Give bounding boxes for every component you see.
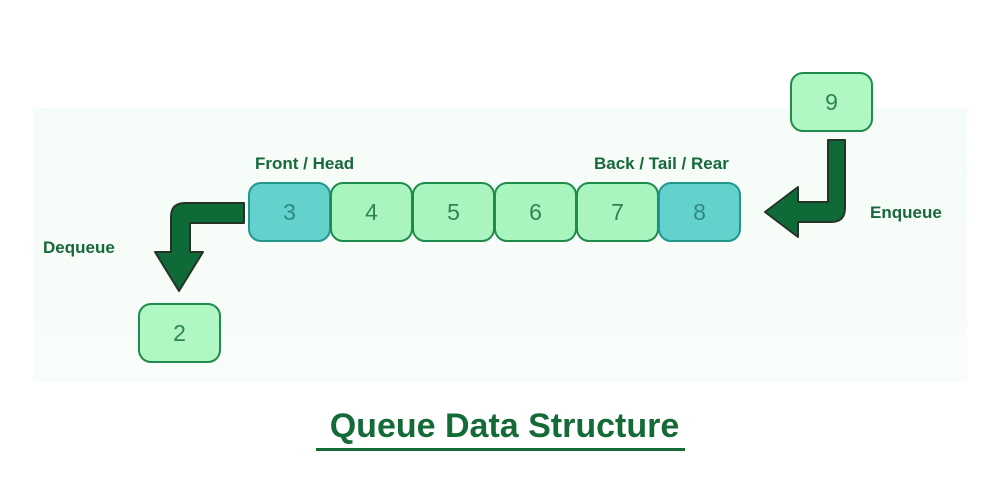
page-title: Queue Data Structure xyxy=(315,407,686,452)
enqueue-label: Enqueue xyxy=(870,203,942,222)
enqueue-item-box: 9 xyxy=(790,72,873,132)
queue-row: 3 4 5 6 7 8 xyxy=(248,182,741,242)
title-container: Queue Data Structure xyxy=(0,407,1001,452)
queue-cell-front: 3 xyxy=(248,182,331,242)
queue-cell: 7 xyxy=(576,182,659,242)
queue-cell: 4 xyxy=(330,182,413,242)
queue-cell-rear: 8 xyxy=(658,182,741,242)
dequeue-label: Dequeue xyxy=(43,238,115,257)
enqueue-arrow-icon xyxy=(764,139,846,238)
back-tail-rear-label: Back / Tail / Rear xyxy=(594,154,729,173)
dequeue-item-box: 2 xyxy=(138,303,221,363)
dequeue-arrow-icon xyxy=(154,202,245,292)
queue-cell: 5 xyxy=(412,182,495,242)
queue-cell: 6 xyxy=(494,182,577,242)
front-head-label: Front / Head xyxy=(255,154,355,173)
